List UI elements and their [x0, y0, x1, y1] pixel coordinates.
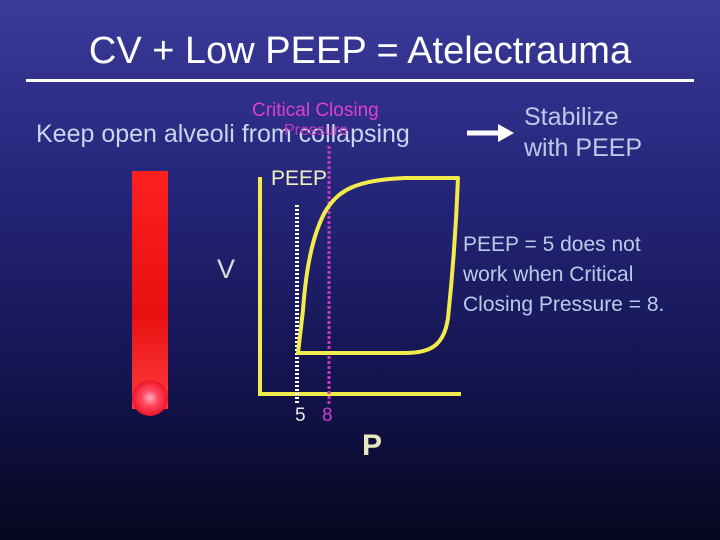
title-underline — [26, 79, 694, 82]
thermometer-icon — [132, 171, 168, 416]
critical-closing-label: Critical Closing — [252, 100, 379, 121]
slide-title: CV + Low PEEP = Atelectrauma — [88, 30, 632, 72]
critical-closing-label-secondary: Pressure — [284, 122, 349, 139]
volume-axis-label: V — [217, 254, 236, 284]
peep-note-text: PEEP = 5 does not work when Critical Clo… — [463, 233, 665, 316]
peep-label: PEEP — [271, 167, 328, 190]
pv-loop-curve — [296, 176, 460, 355]
keep-open-text: Keep open alveoli from collapsing — [36, 120, 410, 148]
critical-pressure-tick-label: 8 — [322, 405, 333, 426]
stabilize-with-peep-text: Stabilize with PEEP — [524, 103, 643, 162]
pressure-axis-label: P — [362, 429, 383, 462]
right-arrow-icon — [467, 124, 514, 142]
peep-tick-label: 5 — [295, 405, 306, 426]
pv-axes — [258, 177, 461, 396]
